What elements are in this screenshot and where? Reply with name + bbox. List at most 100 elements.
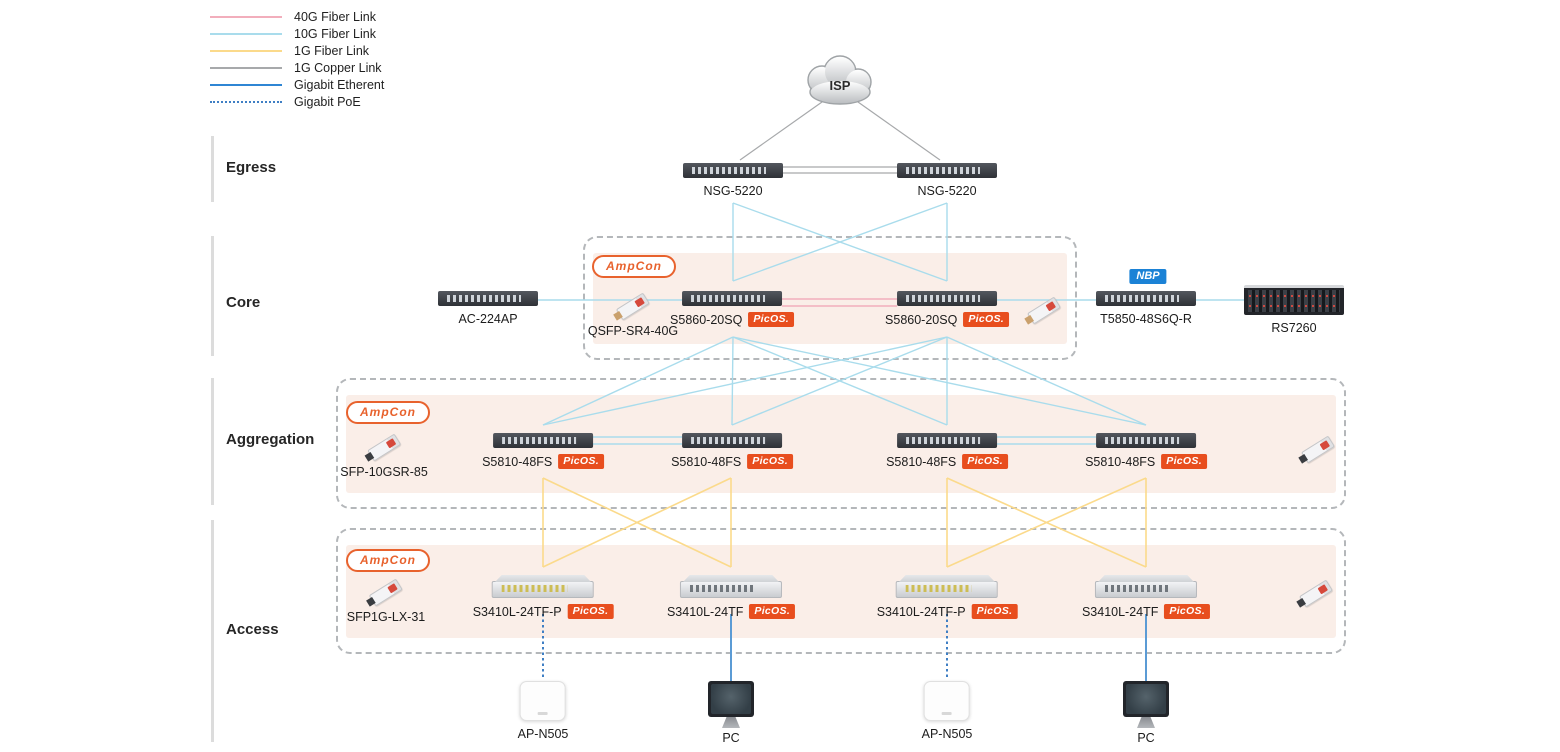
legend-swatch-10g <box>210 32 282 35</box>
legend-swatch-gigabit-poe <box>210 100 282 103</box>
device-s5810-48fs-2: S5810-48FS PicOS. <box>671 433 793 469</box>
device-label: S3410L-24TF-P <box>876 604 966 619</box>
switch-icon <box>492 581 594 598</box>
rail-bar-core <box>211 236 214 356</box>
device-label: S3410L-24TF <box>666 604 744 619</box>
picos-badge: PicOS. <box>971 604 1018 619</box>
device-pc-1: PC <box>708 681 754 745</box>
device-ac-224ap: AC-224AP <box>438 291 538 326</box>
legend-label: 1G Copper Link <box>294 60 382 75</box>
device-label: AP-N505 <box>517 727 569 741</box>
core-right-transceiver <box>1020 296 1068 324</box>
device-label: T5850-48S6Q-R <box>1100 312 1192 326</box>
device-label: PC <box>1137 731 1155 745</box>
device-label: SFP-10GSR-85 <box>340 465 428 479</box>
picos-badge: PicOS. <box>747 454 793 469</box>
picos-badge: PicOS. <box>748 312 794 327</box>
access-point-icon <box>923 681 970 721</box>
legend-row: 1G Fiber Link <box>210 42 384 59</box>
device-label: S5860-20SQ <box>885 312 958 327</box>
switch-icon <box>683 163 783 178</box>
device-label: AP-N505 <box>921 727 973 741</box>
device-label: S3410L-24TF <box>1081 604 1159 619</box>
legend-swatch-gigabit-ethernet <box>210 83 282 86</box>
legend-row: 1G Copper Link <box>210 59 384 76</box>
legend-swatch-1g-copper <box>210 66 282 69</box>
picos-badge: PicOS. <box>567 604 614 619</box>
device-label: PC <box>722 731 740 745</box>
rail-bar-access <box>211 520 214 742</box>
rail-bar-aggregation <box>211 378 214 505</box>
device-label: AC-224AP <box>458 312 518 326</box>
device-label: S5810-48FS <box>1085 454 1156 469</box>
switch-icon <box>682 433 782 448</box>
transceiver-icon <box>368 578 404 606</box>
cloud-label: ISP <box>829 78 851 93</box>
picos-badge: PicOS. <box>558 454 604 469</box>
device-s5810-48fs-1: S5810-48FS PicOS. <box>482 433 604 469</box>
device-s3410l-24tf-2: S3410L-24TF PicOS. <box>1081 581 1211 619</box>
controller-icon <box>438 291 538 306</box>
legend: 40G Fiber Link 10G Fiber Link 1G Fiber L… <box>210 8 384 110</box>
aggregation-right-transceiver <box>1294 435 1342 463</box>
device-label: S5810-48FS <box>482 454 553 469</box>
device-s5860-20sq-1: S5860-20SQ PicOS. <box>670 291 794 327</box>
device-label: S3410L-24TF-P <box>472 604 562 619</box>
picos-badge: PicOS. <box>749 604 796 619</box>
switch-icon <box>897 291 997 306</box>
access-point-icon <box>519 681 566 721</box>
switch-icon <box>1095 581 1197 598</box>
legend-label: 40G Fiber Link <box>294 9 376 24</box>
layer-label-core: Core <box>226 294 261 311</box>
layer-label-egress: Egress <box>226 159 277 176</box>
device-s5810-48fs-3: S5810-48FS PicOS. <box>886 433 1008 469</box>
switch-icon <box>1096 291 1196 306</box>
device-pc-2: PC <box>1123 681 1169 745</box>
device-s5860-20sq-2: S5860-20SQ PicOS. <box>885 291 1009 327</box>
switch-icon <box>682 291 782 306</box>
transceiver-icon <box>1026 296 1062 324</box>
access-right-transceiver <box>1292 579 1340 607</box>
legend-label: 1G Fiber Link <box>294 43 370 58</box>
nbp-badge: NBP <box>1129 269 1167 284</box>
picos-badge: PicOS. <box>963 312 1009 327</box>
device-ap-n505-2: AP-N505 <box>921 681 973 741</box>
legend-swatch-40g <box>210 15 282 18</box>
switch-icon <box>680 581 782 598</box>
legend-row: 10G Fiber Link <box>210 25 384 42</box>
device-label: SFP1G-LX-31 <box>346 610 426 624</box>
device-nsg-5220-2: NSG-5220 <box>897 163 997 198</box>
transceiver-icon <box>1298 579 1334 607</box>
device-s3410l-24tf-p-1: S3410L-24TF-P PicOS. <box>473 581 614 619</box>
device-qsfp-sr4-40g: QSFP-SR4-40G <box>587 292 679 338</box>
device-label: NSG-5220 <box>703 184 763 198</box>
picos-badge: PicOS. <box>1161 454 1207 469</box>
switch-icon <box>493 433 593 448</box>
ampcon-logo: AmpCon <box>346 549 430 572</box>
rail-bar-egress <box>211 136 214 202</box>
transceiver-icon <box>366 433 402 461</box>
device-sfp-10gsr-85: SFP-10GSR-85 <box>340 433 428 479</box>
legend-row: Gigabit PoE <box>210 93 384 110</box>
device-nsg-5220-1: NSG-5220 <box>683 163 783 198</box>
layer-label-access: Access <box>226 621 279 638</box>
server-icon <box>1244 285 1344 315</box>
legend-label: Gigabit Etherent <box>294 77 385 92</box>
switch-icon <box>896 581 998 598</box>
transceiver-icon <box>615 292 651 320</box>
legend-row: Gigabit Etherent <box>210 76 384 93</box>
device-rs7260: RS7260 <box>1244 285 1344 335</box>
device-label: NSG-5220 <box>917 184 977 198</box>
device-s5810-48fs-4: S5810-48FS PicOS. <box>1085 433 1207 469</box>
isp-cloud: ISP <box>798 52 882 106</box>
device-label: S5860-20SQ <box>670 312 743 327</box>
legend-label: 10G Fiber Link <box>294 26 376 41</box>
legend-swatch-1g-fiber <box>210 49 282 52</box>
device-label: QSFP-SR4-40G <box>587 324 679 338</box>
device-s3410l-24tf-p-2: S3410L-24TF-P PicOS. <box>877 581 1018 619</box>
device-s3410l-24tf-1: S3410L-24TF PicOS. <box>666 581 796 619</box>
pc-icon <box>708 681 754 717</box>
ampcon-logo: AmpCon <box>592 255 676 278</box>
legend-label: Gigabit PoE <box>294 94 361 109</box>
